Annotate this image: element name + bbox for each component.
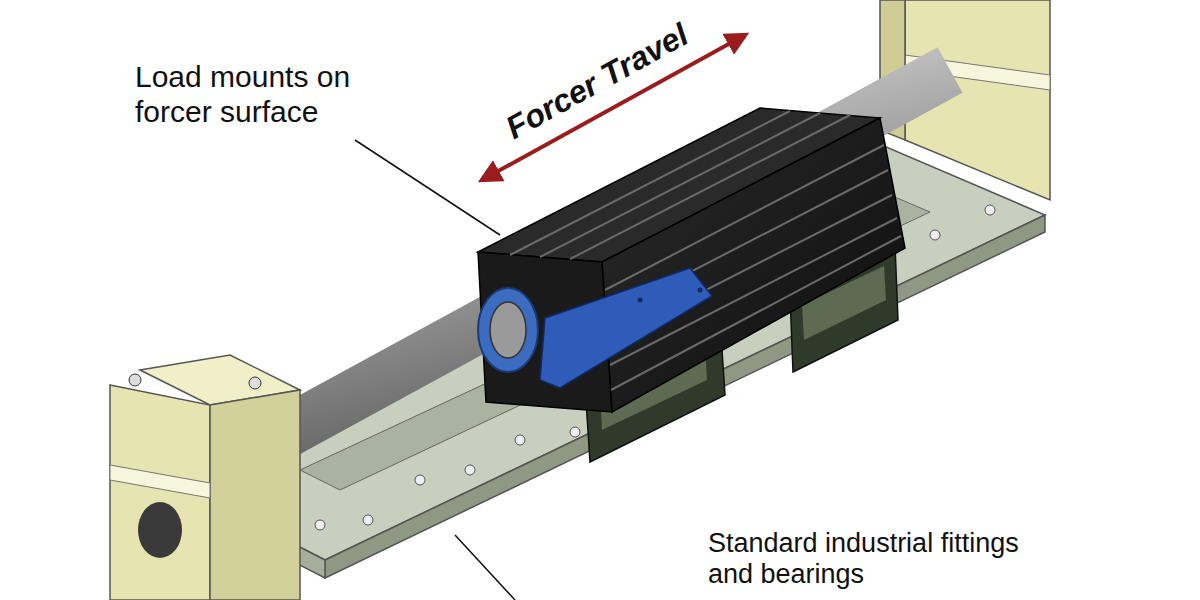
forcer	[478, 108, 905, 412]
callout-label: Standard industrial fittings and bearing…	[708, 528, 1043, 590]
callout-label: Load mounts on forcer surface	[135, 60, 405, 129]
leader-line	[355, 140, 500, 235]
leader-line	[455, 535, 515, 600]
end-block	[110, 355, 300, 600]
magnet-rod	[235, 70, 950, 460]
